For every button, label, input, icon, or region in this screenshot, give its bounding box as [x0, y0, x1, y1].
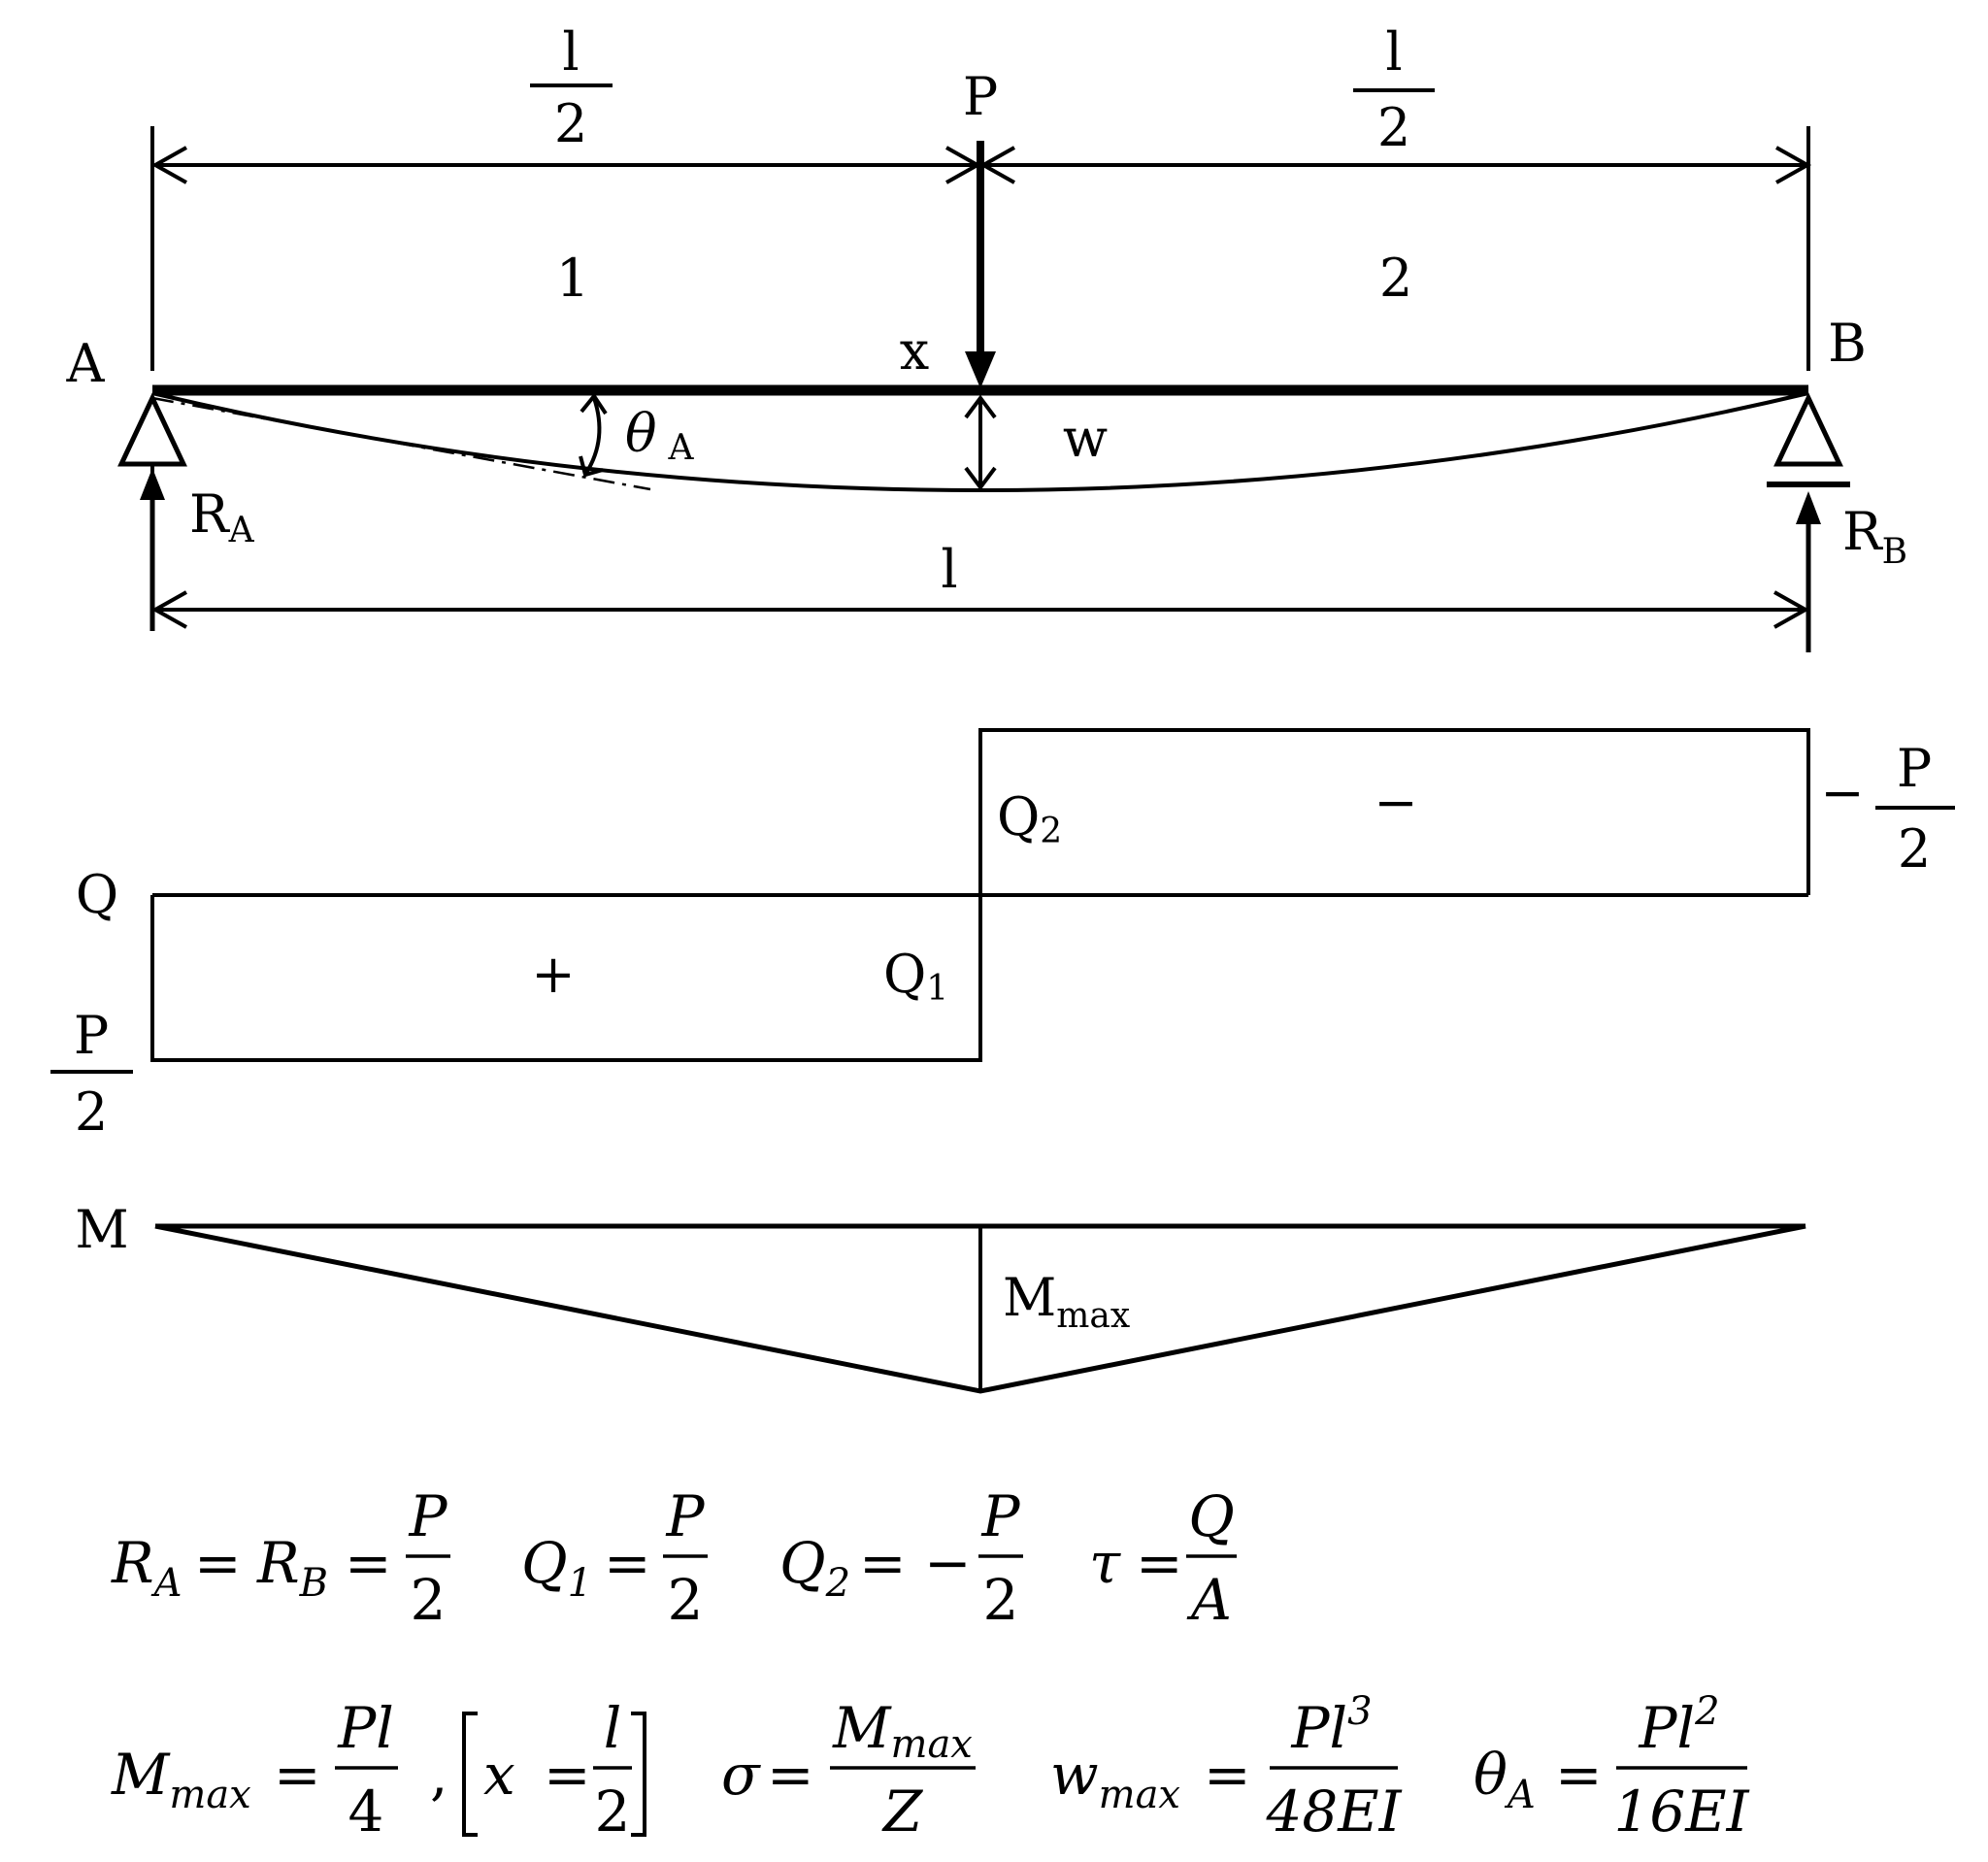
half-span-right-num: l: [1385, 21, 1402, 83]
formula2-eq-5: =: [1555, 1742, 1603, 1808]
span-label: l: [941, 539, 957, 600]
formula2-x: x: [483, 1742, 515, 1808]
formula-x-den: 2: [595, 1779, 631, 1845]
shear-negative-sign: −: [1374, 772, 1417, 833]
moment-max-label: Mmax: [1003, 1267, 1130, 1336]
beam-section: l 2 l 2 P 1 2 A B x RA RB: [66, 21, 1907, 652]
formula2-comma: ,: [430, 1742, 447, 1808]
formula-w-den: 48EI: [1265, 1779, 1402, 1845]
formula-q1-den: 2: [668, 1567, 704, 1633]
formula-mmax: Mmax: [111, 1742, 251, 1817]
slope-angle-arc: [584, 397, 602, 475]
deflection-arrow-top: [964, 394, 997, 419]
shear-positive-sign: +: [531, 944, 575, 1005]
formula2-wmax: wmax: [1050, 1742, 1180, 1817]
formula-ra: RA: [111, 1530, 182, 1606]
shear-section: Q + − Q1 Q2 P 2 − P 2: [50, 728, 1955, 1143]
formula2-eq-4: =: [1204, 1742, 1251, 1808]
formula2-eq-3: =: [767, 1742, 814, 1808]
shear-q1-label: Q1: [883, 944, 948, 1009]
formula-eq-2: =: [345, 1530, 392, 1596]
shear-right-value-num: P: [1897, 738, 1932, 799]
formula-tau: τ: [1089, 1530, 1121, 1596]
shear-right-value-den: 2: [1898, 818, 1931, 880]
segment-2-label: 2: [1379, 248, 1412, 309]
formula2-eq-1: =: [274, 1742, 321, 1808]
formula-mmax-num: Pl: [337, 1695, 394, 1761]
formula-sigma-num: Mmax: [832, 1695, 973, 1767]
segment-1-label: 1: [556, 248, 589, 309]
formula-eq-4: = −: [859, 1530, 972, 1596]
slope-arc-arrow-bottom: [579, 455, 604, 478]
formula-sigma-den: Z: [881, 1779, 924, 1845]
point-load-label: P: [963, 66, 998, 127]
shear-left-value-num: P: [74, 1005, 109, 1066]
formula-q2: Q2: [779, 1530, 850, 1606]
shear-right-value-sign: −: [1820, 762, 1864, 823]
formula2-sigma: σ: [721, 1742, 761, 1808]
dimension-span: [150, 590, 1810, 629]
half-span-left-num: l: [562, 21, 579, 83]
formula-bracket-right: [631, 1712, 646, 1837]
formula-eq-5: =: [1136, 1530, 1183, 1596]
slope-tangent-line: [151, 396, 651, 491]
half-span-right-den: 2: [1377, 97, 1410, 158]
reaction-a-arrowhead: [140, 468, 165, 500]
formula2-eq-2: =: [544, 1742, 591, 1808]
deflection-arrow-bottom: [964, 466, 997, 491]
position-x-label: x: [900, 320, 929, 382]
slope-arc-arrow-top: [580, 392, 608, 416]
formula2-theta: θA: [1474, 1742, 1536, 1817]
formula-q1: Q1: [521, 1530, 592, 1606]
half-span-left-den: 2: [554, 93, 587, 154]
formula-tau-num: Q: [1188, 1483, 1235, 1549]
formula-theta-den: 16EI: [1613, 1779, 1749, 1845]
shear-q2-label: Q2: [997, 786, 1062, 851]
shear-left-value-den: 2: [75, 1081, 108, 1143]
formula-line-1: RA = RB = P 2 Q1 = P 2 Q2 = − P 2 τ = Q …: [111, 1483, 1237, 1633]
formula-line-2: Mmax = Pl 4 , x = l 2 σ = Mmax Z wmax = …: [111, 1689, 1750, 1845]
formula-bracket-left: [462, 1712, 478, 1837]
formula-q2-den: 2: [983, 1567, 1019, 1633]
moment-axis-label: M: [75, 1199, 128, 1260]
formula-rb: RB: [256, 1530, 328, 1606]
formula-w-num: Pl3: [1290, 1689, 1372, 1761]
reaction-b-label: RB: [1842, 501, 1907, 572]
reaction-b-arrowhead: [1796, 491, 1821, 524]
reaction-a-label: RA: [189, 483, 255, 550]
formula-tau-den: A: [1186, 1567, 1232, 1633]
formula-theta-num: Pl2: [1638, 1689, 1719, 1761]
formula-q2-num: P: [980, 1483, 1020, 1549]
shear-axis-label: Q: [76, 864, 118, 925]
deflection-label: w: [1063, 408, 1108, 469]
formula-x-num: l: [604, 1695, 622, 1761]
roller-support-b: [1773, 392, 1843, 467]
formula-r-num: P: [408, 1483, 447, 1549]
support-b-label: B: [1828, 313, 1867, 374]
point-load-arrowhead: [965, 351, 996, 388]
formula-q1-num: P: [665, 1483, 705, 1549]
formula-r-den: 2: [411, 1567, 447, 1633]
formula-mmax-den: 4: [348, 1779, 384, 1845]
moment-section: M Mmax: [75, 1199, 1806, 1394]
shear-diagram-outline: [150, 728, 1810, 1062]
formula-eq-3: =: [604, 1530, 651, 1596]
support-a-label: A: [66, 333, 106, 394]
formula-eq-1: =: [194, 1530, 242, 1596]
pin-support-a: [117, 392, 187, 467]
